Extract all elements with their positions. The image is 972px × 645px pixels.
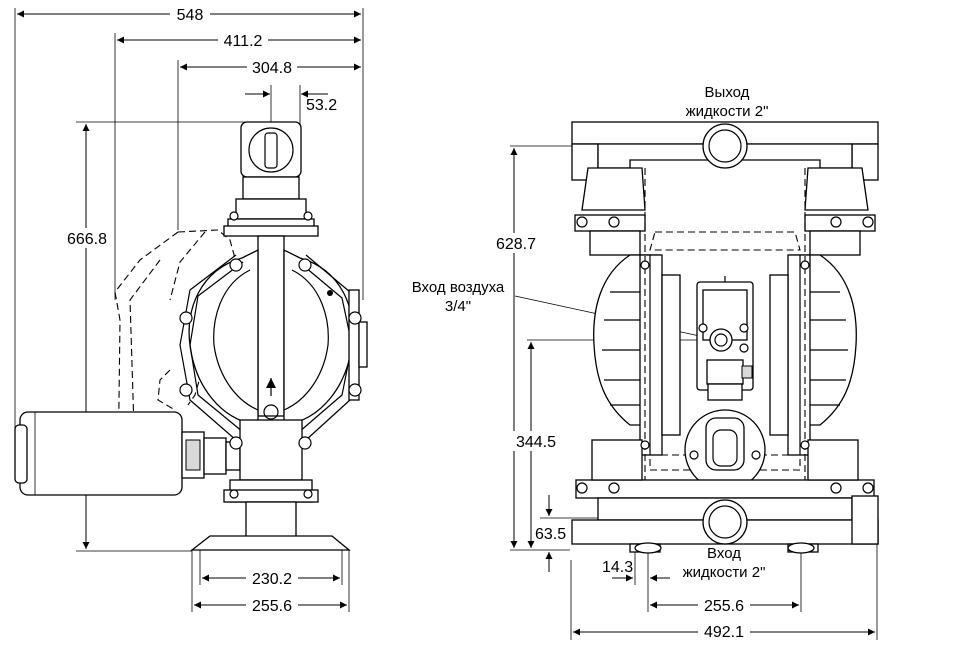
inlet-label-line2: жидкости 2" [683,564,766,581]
dim-304: 304.8 [180,57,361,77]
dim-548-label: 548 [177,7,204,24]
side-view: 548 411.2 304.8 53.2 666.8 230.2 [14,4,368,615]
air-inlet-label-line2: 3/4" [445,298,471,315]
inlet-label-line1: Вход [707,545,741,562]
front-side-columns [574,167,876,256]
front-air-valve [696,276,754,401]
dim-492-label: 492.1 [704,624,744,641]
dim-63: 63.5 [535,495,566,572]
air-inlet-label-line1: Вход воздуха [412,279,505,296]
dim-344: 344.5 [510,342,558,548]
dim-63-label: 63.5 [535,526,566,543]
dim-14: 14.3 [602,559,670,582]
side-pump-body [179,121,368,551]
dim-411-label: 411.2 [224,33,263,50]
dim-14-label: 14.3 [602,559,633,576]
front-lower-center [684,409,766,491]
dim-666-label: 666.8 [67,231,107,248]
front-bolts [576,216,874,494]
outlet-label-line1: Выход [705,84,750,101]
dim-628-label: 628.7 [496,236,536,253]
side-air-motor [14,411,241,496]
dim-255-front: 255.6 [650,595,799,615]
dim-548: 548 [17,4,361,24]
front-view: 628.7 344.5 63.5 14.3 255.6 492.1 В [412,84,879,641]
outlet-label-line2: жидкости 2" [686,103,769,120]
dim-492: 492.1 [573,622,875,641]
dim-255-side: 255.6 [194,595,347,615]
front-bottom-manifold [571,439,879,554]
dim-255-front-label: 255.6 [704,598,744,615]
dim-628: 628.7 [492,148,540,548]
dim-53: 53.2 [245,90,337,114]
dim-53-label: 53.2 [306,97,337,114]
dim-344-label: 344.5 [516,434,556,451]
dim-304-label: 304.8 [252,60,292,77]
dim-230: 230.2 [202,568,340,588]
dim-411: 411.2 [117,30,361,50]
dim-255-side-label: 255.6 [252,598,292,615]
dim-230-label: 230.2 [252,571,292,588]
